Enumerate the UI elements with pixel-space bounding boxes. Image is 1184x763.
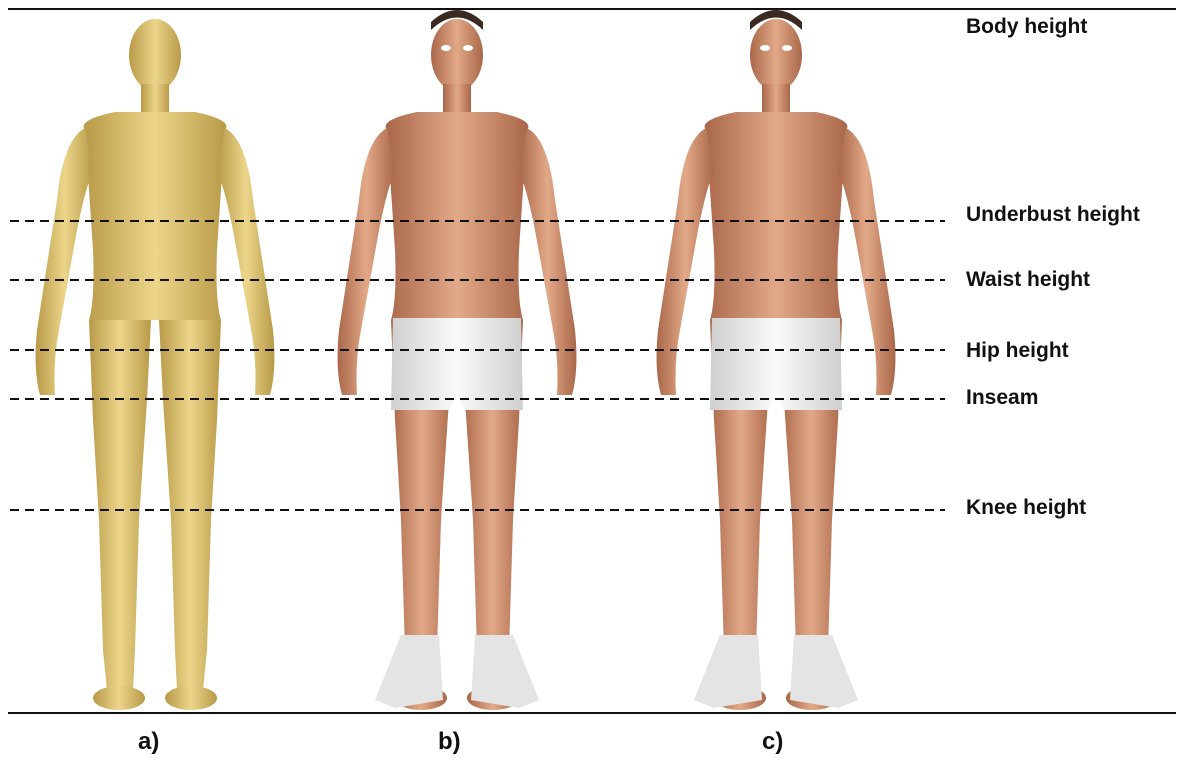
label-body-height: Body height bbox=[966, 15, 1087, 39]
label-hip-height: Hip height bbox=[966, 339, 1069, 363]
avatar-body-figure-b bbox=[338, 10, 577, 710]
underwear-c bbox=[710, 318, 842, 410]
label-knee-height: Knee height bbox=[966, 496, 1086, 520]
label-underbust-height: Underbust height bbox=[966, 203, 1140, 227]
label-waist-height: Waist height bbox=[966, 268, 1090, 292]
socks-b bbox=[375, 635, 539, 708]
avatar-body-figure-c bbox=[657, 10, 896, 710]
label-inseam: Inseam bbox=[966, 386, 1038, 410]
panel-label-c: c) bbox=[762, 728, 783, 756]
panel-label-b: b) bbox=[438, 728, 461, 756]
socks-c bbox=[694, 635, 858, 708]
panel-label-a: a) bbox=[138, 728, 159, 756]
scan-body-figure-a bbox=[36, 19, 275, 710]
underwear-b bbox=[391, 318, 523, 410]
